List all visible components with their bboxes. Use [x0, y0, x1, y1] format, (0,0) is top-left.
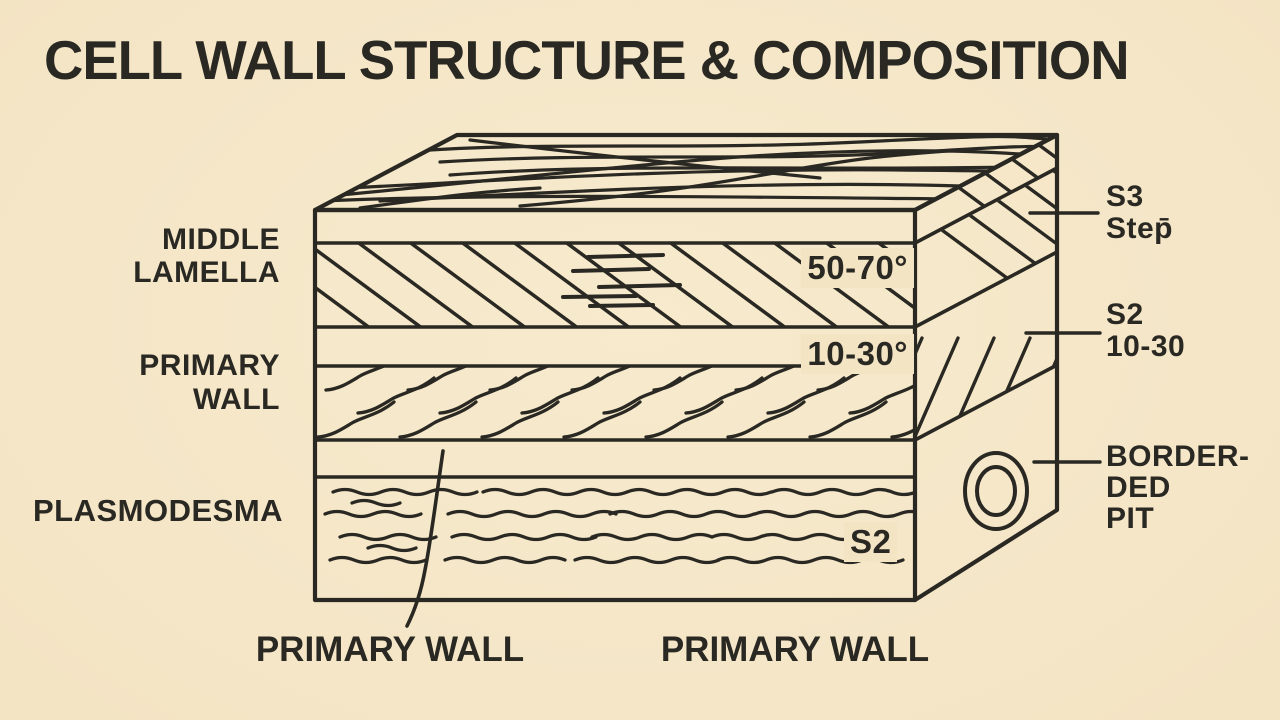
label-angle-10-30: 10-30° [801, 334, 914, 374]
side-boundary-2 [913, 250, 1059, 329]
label-angle-50-70: 50-70° [801, 248, 914, 288]
label-middle-lamella-line2: LAMELLA [133, 256, 280, 289]
label-s3-line1: S3 [1106, 180, 1144, 213]
label-s2-10-30: S2 10-30 [1106, 299, 1185, 363]
label-middle-lamella: MIDDLE LAMELLA [133, 223, 280, 289]
side-boundary-3 [913, 363, 1059, 442]
side-boundary-1 [913, 166, 1059, 245]
label-bordered-pit-line2: DED [1106, 471, 1171, 504]
plasmodesma-line [405, 449, 445, 628]
s2-layer-wavy-lines [323, 487, 913, 565]
side-face-outline [912, 132, 1060, 603]
page-title: CELL WALL STRUCTURE & COMPOSITION [44, 29, 1130, 91]
microfibril-dash-marks [561, 253, 682, 308]
label-primary-wall-bottom-right: PRIMARY WALL [660, 630, 930, 669]
label-primary-wall-line2: WALL [193, 383, 280, 416]
label-primary-wall-line1: PRIMARY [139, 349, 280, 382]
bordered-pit-icon [963, 451, 1029, 531]
label-bordered-pit-line1: BORDER- [1106, 440, 1250, 473]
label-bordered-pit: BORDER- DED PIT [1106, 441, 1250, 534]
block-outline [312, 132, 1060, 603]
label-s3-line2: Step̄ [1106, 212, 1174, 245]
label-bordered-pit-line3: PIT [1106, 502, 1155, 535]
label-s3-step: S3 Step̄ [1106, 181, 1173, 245]
label-primary-wall-bottom-left: PRIMARY WALL [255, 630, 525, 669]
label-primary-wall: PRIMARY WALL [139, 349, 280, 417]
top-face-wood-grain [315, 135, 1057, 210]
label-middle-lamella-line1: MIDDLE [162, 223, 280, 256]
bordered-pit-inner-ring [975, 465, 1017, 517]
primary-wall-grain-strokes [317, 367, 913, 439]
leader-lines [1024, 211, 1102, 464]
bordered-pit-outer-ring [963, 451, 1029, 531]
label-s2-line1: S2 [1106, 298, 1144, 331]
label-plasmodesma: PLASMODESMA [33, 493, 284, 528]
label-s2-line2: 10-30 [1106, 330, 1186, 363]
layer-boundaries [313, 166, 1059, 479]
label-s2-inner: S2 [844, 522, 898, 562]
